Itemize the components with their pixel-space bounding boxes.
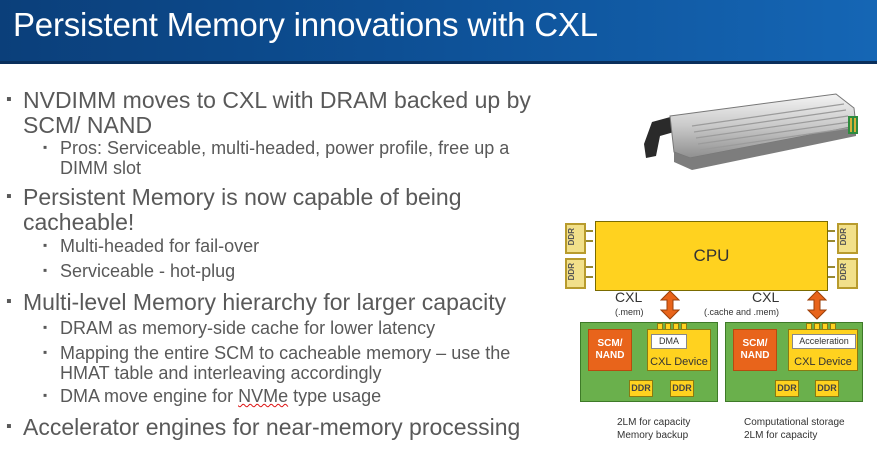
connector-pin	[828, 230, 835, 232]
bidirectional-arrow-icon	[660, 290, 680, 320]
bullet-marker: ▪	[6, 293, 12, 310]
cxl-device-block: DMA CXL Device	[647, 329, 711, 371]
sub-bullet-3-2-text: Mapping the entire SCM to cacheable memo…	[60, 343, 511, 363]
connector-pin	[828, 266, 835, 268]
cxl-device-label: CXL Device	[794, 356, 852, 368]
left-cxl-label: CXL	[615, 289, 643, 305]
scm-nand-block: SCM/ NAND	[733, 329, 777, 371]
spellcheck-word: NVMe	[238, 386, 289, 406]
sub-bullet-marker: ▪	[43, 388, 48, 402]
sub-bullet-3-2-cont: HMAT table and interleaving accordingly	[60, 363, 382, 383]
ddr-chip: DDR	[670, 380, 694, 397]
sub-bullet-1-1-cont: DIMM slot	[60, 158, 141, 178]
slide-header: Persistent Memory innovations with CXL	[0, 0, 877, 64]
sub-bullet-marker: ▪	[43, 140, 48, 154]
ddr-module: DDR	[565, 258, 586, 289]
drive-side	[674, 126, 856, 170]
drive-connector	[848, 116, 858, 134]
cxl-device-block: Acceleration CXL Device	[788, 329, 858, 371]
slide-title: Persistent Memory innovations with CXL	[13, 6, 598, 43]
bullet-3-text: Multi-level Memory hierarchy for larger …	[23, 289, 507, 315]
left-caption-line1: 2LM for capacity	[617, 417, 691, 428]
bullet-marker: ▪	[6, 91, 12, 108]
ddr-label: DDR	[839, 228, 848, 246]
card-tabs	[806, 317, 838, 330]
sub-bullet-marker: ▪	[43, 263, 48, 277]
connector-pin	[828, 276, 835, 278]
bullet-1-text: NVDIMM moves to CXL with DRAM backed up …	[23, 87, 531, 113]
sub-bullet-3-3-pre: DMA move engine for	[60, 386, 239, 406]
sub-bullet-2-1-text: Multi-headed for fail-over	[60, 236, 260, 256]
sub-bullet-2-2-text: Serviceable - hot-plug	[60, 261, 236, 281]
ddr-chip: DDR	[629, 380, 653, 397]
cxl-drive-image	[644, 93, 858, 170]
scm-nand-block: SCM/ NAND	[588, 329, 632, 371]
right-cxl-label: CXL	[752, 289, 780, 305]
sub-bullet-3-1-text: DRAM as memory-side cache for lower late…	[60, 318, 436, 338]
header-stripe	[0, 61, 877, 64]
bullet-marker: ▪	[6, 418, 12, 435]
connector-pin	[586, 276, 593, 278]
bullet-marker: ▪	[6, 188, 12, 205]
sub-bullet-3-3-text: DMA move engine for NVMe type usage	[60, 386, 381, 407]
connector-pin	[586, 266, 593, 268]
cxl-device-label: CXL Device	[650, 356, 708, 368]
cpu-label: CPU	[693, 246, 730, 265]
sub-bullet-marker: ▪	[43, 320, 48, 334]
left-caption-line2: Memory backup	[617, 430, 689, 441]
left-caption: 2LM for capacity Memory backup	[617, 416, 690, 442]
sub-bullet-3-3-post: type usage	[288, 386, 382, 406]
connector-pin	[828, 240, 835, 242]
ddr-chip: DDR	[815, 380, 839, 397]
connector-pin	[586, 230, 593, 232]
right-cxl-card: SCM/ NAND Acceleration CXL Device DDR DD…	[725, 322, 863, 402]
scm-line1: SCM/	[742, 338, 768, 349]
right-caption: Computational storage 2LM for capacity	[744, 416, 845, 442]
bullet-2-cont: cacheable!	[23, 209, 135, 235]
bullet-4-text: Accelerator engines for near-memory proc…	[23, 414, 521, 440]
acceleration-block: Acceleration	[792, 334, 856, 349]
bullet-2-text: Persistent Memory is now capable of bein…	[23, 184, 462, 210]
sub-bullet-marker: ▪	[43, 345, 48, 359]
ddr-label: DDR	[567, 263, 576, 281]
ddr-label: DDR	[839, 263, 848, 281]
scm-line1: SCM/	[597, 338, 623, 349]
right-caption-line2: 2LM for capacity	[744, 430, 818, 441]
left-cxl-card: SCM/ NAND DMA CXL Device DDR DDR	[580, 322, 718, 402]
scm-line2: NAND	[595, 350, 625, 361]
ddr-module: DDR	[837, 223, 858, 254]
drive-fins	[691, 103, 851, 151]
ddr-module: DDR	[565, 223, 586, 254]
connector-pin	[586, 240, 593, 242]
bullet-1-cont: SCM/ NAND	[23, 112, 153, 138]
right-cxl-sub: (.cache and .mem)	[704, 307, 780, 317]
card-tabs	[657, 317, 689, 330]
bidirectional-arrow-icon	[807, 290, 827, 320]
drive-latch	[644, 116, 674, 158]
ddr-module: DDR	[837, 258, 858, 289]
scm-line2: NAND	[740, 350, 770, 361]
dma-block: DMA	[651, 334, 687, 349]
sub-bullet-marker: ▪	[43, 238, 48, 252]
ddr-label: DDR	[567, 228, 576, 246]
sub-bullet-1-1-text: Pros: Serviceable, multi-headed, power p…	[60, 138, 510, 158]
right-caption-line1: Computational storage	[744, 417, 845, 428]
drive-contacts	[850, 118, 856, 132]
left-cxl-sub: (.mem)	[615, 307, 644, 317]
ddr-chip: DDR	[775, 380, 799, 397]
cpu-box: CPU	[595, 221, 828, 291]
